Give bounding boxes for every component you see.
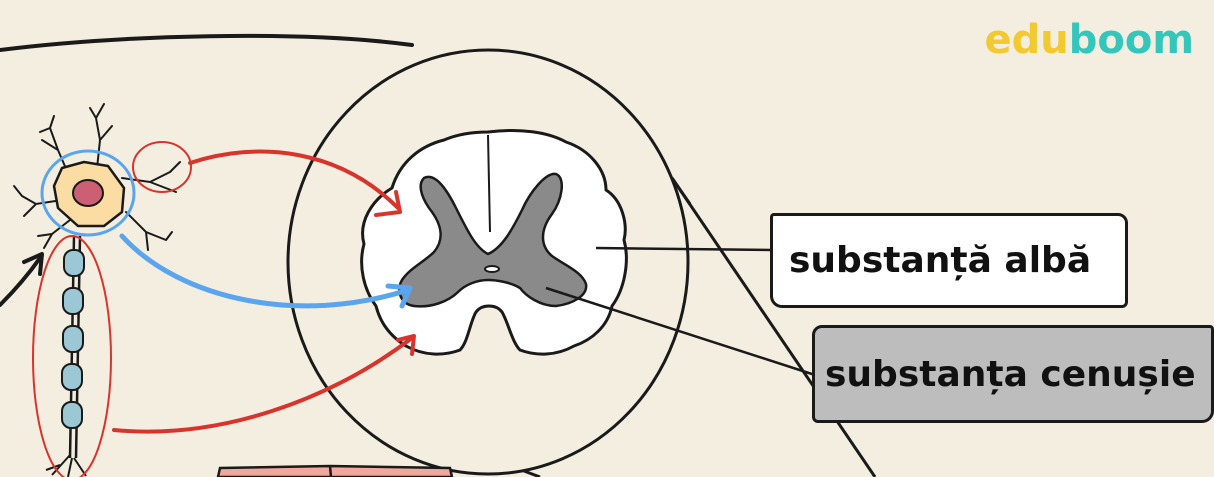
zoom-line-right	[670, 177, 877, 477]
gray-matter-label-text: substanța cenușie	[825, 353, 1196, 395]
white-matter-label-text: substanță albă	[789, 240, 1092, 281]
bottom-partial-box	[216, 464, 454, 477]
soma-highlight-circle	[40, 149, 136, 237]
pointer-gray-matter	[545, 286, 816, 377]
white-matter-label: substanță albă	[770, 213, 1128, 308]
arrow-axon-to-cord	[112, 334, 416, 434]
zoom-line-right-over	[670, 177, 692, 205]
pointer-white-matter	[595, 246, 773, 252]
arrow-dendrite-to-cord	[188, 149, 402, 217]
logo-part-edu: edu	[984, 17, 1069, 63]
left-black-arrow	[0, 252, 44, 307]
dendrite-highlight-circle	[132, 141, 192, 193]
neuron-nucleus	[72, 179, 104, 207]
top-curve-line	[0, 33, 414, 52]
arrow-soma-to-gray-matter	[119, 233, 413, 309]
axon-highlight-ellipse	[32, 235, 112, 477]
gray-matter-shape	[398, 172, 588, 308]
gray-matter-label: substanța cenușie	[812, 325, 1214, 423]
dorsal-median-sulcus	[487, 134, 491, 233]
eduboom-logo: eduboom	[984, 20, 1194, 60]
logo-part-boom: boom	[1068, 17, 1194, 63]
axon	[45, 235, 87, 477]
central-canal	[484, 265, 500, 273]
